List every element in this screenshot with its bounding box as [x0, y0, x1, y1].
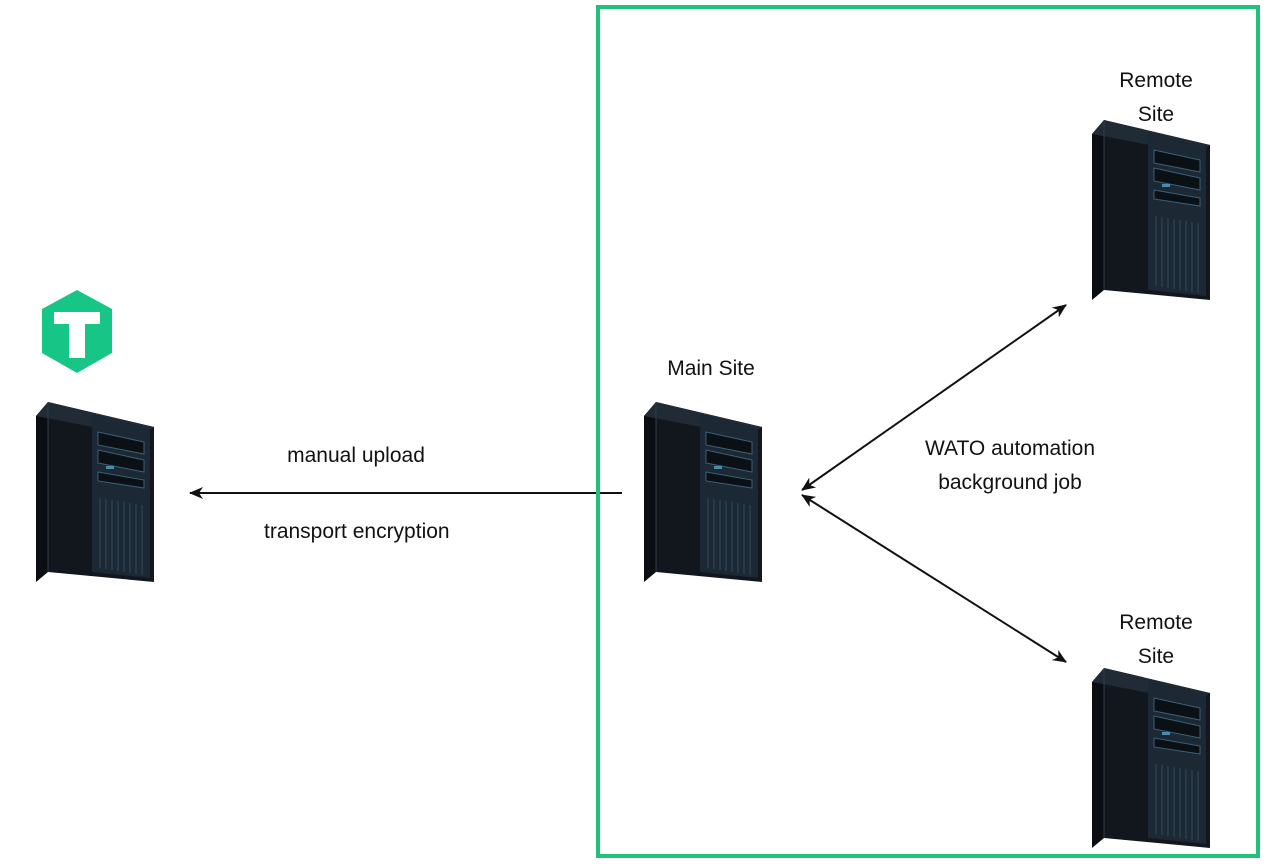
remote-site-bottom-label: Remote Site — [1119, 611, 1193, 668]
upload-label-top: manual upload — [287, 444, 425, 467]
main-site-label: Main Site — [667, 357, 755, 380]
automation-label: WATO automation background job — [924, 437, 1095, 494]
automation-arrow-top — [801, 304, 1067, 491]
arrow-up-hexagon-icon — [42, 290, 112, 373]
remote-site-top-label: Remote Site — [1119, 69, 1193, 126]
site-boundary-box — [596, 5, 1260, 858]
upload-label-bottom: transport encryption — [264, 520, 450, 543]
automation-arrow-bottom — [801, 494, 1067, 663]
external-server-icon — [35, 401, 155, 583]
